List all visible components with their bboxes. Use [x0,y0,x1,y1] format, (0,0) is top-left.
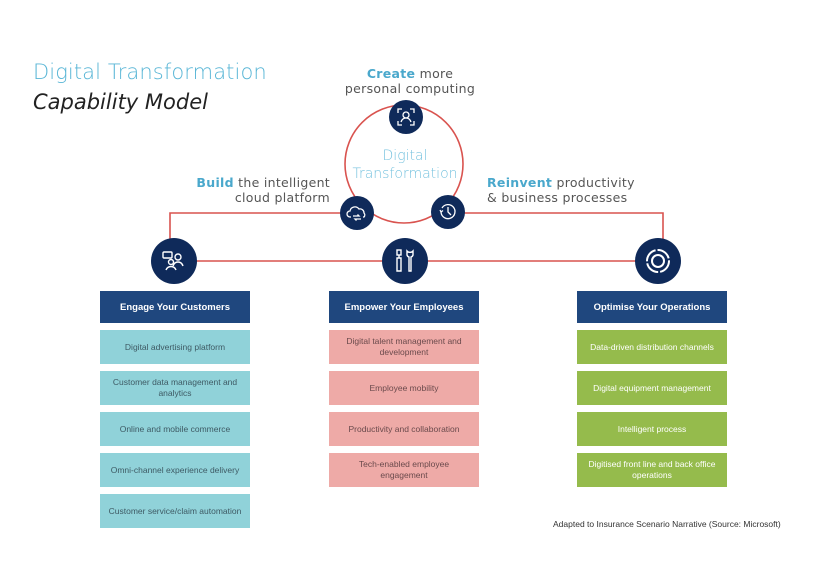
column-header: Engage Your Customers [100,291,250,323]
list-item: Customer service/claim automation [100,494,250,528]
caption-create-line2: personal computing [344,81,476,96]
caption-reinvent: Reinvent productivity & business process… [487,175,687,205]
center-label-line2: Transformation [352,166,458,182]
caption-create-highlight: Create [366,66,416,81]
caption-create: Create more personal computing [330,66,490,96]
column-header: Optimise Your Operations [577,291,727,323]
list-item: Online and mobile commerce [100,412,250,446]
list-item: Data-driven distribution channels [577,330,727,364]
people-chat-icon [151,238,197,284]
list-item: Digitised front line and back office ope… [577,453,727,487]
list-item: Customer data management and analytics [100,371,250,405]
list-item: Digital equipment management [577,371,727,405]
reinvent-connector [448,212,664,258]
caption-build: Build the intelligent cloud platform [180,175,330,205]
column-header: Empower Your Employees [329,291,479,323]
center-label-line1: Digital [382,148,428,164]
list-item: Digital talent management and developmen… [329,330,479,364]
caption-build-line2: cloud platform [234,190,330,205]
list-item: Intelligent process [577,412,727,446]
column-employees: Empower Your Employees Digital talent ma… [329,291,479,487]
list-item: Omni-channel experience delivery [100,453,250,487]
list-item: Digital advertising platform [100,330,250,364]
list-item: Tech-enabled employee engagement [329,453,479,487]
column-customers: Engage Your Customers Digital advertisin… [100,291,250,528]
clock-icon [431,195,465,229]
column-operations: Optimise Your Operations Data-driven dis… [577,291,727,487]
caption-reinvent-line2: & business processes [487,190,628,205]
list-item: Employee mobility [329,371,479,405]
gear-icon [635,238,681,284]
person-frame-icon [389,100,423,134]
caption-build-highlight: Build [196,175,234,190]
caption-build-rest: the intelligent [233,175,330,190]
center-label: Digital Transformation [345,147,465,183]
list-item: Productivity and collaboration [329,412,479,446]
caption-reinvent-highlight: Reinvent [487,175,553,190]
diagram-subtitle: Capability Model [33,90,208,114]
diagram-title: Digital Transformation [33,60,267,84]
build-connector [169,212,357,258]
cloud-sync-icon [340,196,374,230]
source-note: Adapted to Insurance Scenario Narrative … [553,519,781,529]
tools-icon [382,238,428,284]
caption-create-rest: more [415,66,454,81]
caption-reinvent-rest: productivity [552,175,635,190]
